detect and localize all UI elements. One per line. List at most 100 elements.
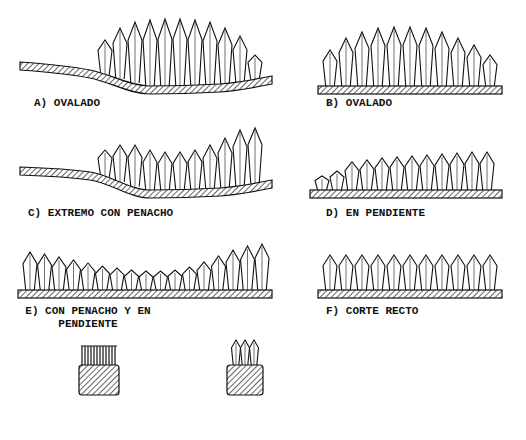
bristle-line (180, 22, 181, 86)
bristle-tuft (241, 340, 250, 366)
bristle-line (135, 148, 136, 187)
brush-head-section (79, 365, 119, 395)
figure-label: C) EXTREMO CON PENACHO (28, 207, 173, 220)
bristle-line (218, 259, 219, 291)
bristle-tuft (403, 27, 417, 87)
bristle-line (99, 346, 100, 366)
bristle-tuft (323, 50, 337, 87)
bristle-tuft (339, 255, 353, 291)
bristle-line (397, 160, 398, 191)
figure-label: E) CON PENACHO Y EN PENDIENTE (18, 305, 158, 331)
bristle-line (102, 346, 103, 366)
bristle-line (117, 271, 118, 291)
bristle-line (442, 35, 443, 87)
bristle-line (175, 273, 176, 291)
bristle-line (120, 148, 121, 182)
bristle-tuft (233, 36, 247, 82)
bristle-line (330, 53, 331, 87)
figure-label: B) OVALADO (326, 97, 392, 110)
bristle-tuft (387, 27, 401, 87)
bristle-tuft (212, 256, 226, 291)
bristle-line (255, 58, 256, 80)
bristle-line (236, 343, 237, 366)
bristle-line (262, 247, 263, 291)
bristle-line (322, 179, 323, 191)
bristle-tuft (371, 28, 385, 87)
bristle-tuft (188, 150, 202, 190)
bristle-line (225, 31, 226, 84)
bristle-line (165, 155, 166, 191)
bristle-tuft (483, 255, 497, 291)
bristle-line (240, 133, 241, 186)
bristle-line (180, 155, 181, 190)
bristle-line (410, 30, 411, 87)
bristle-tuft (403, 255, 417, 291)
bristle-tuft (330, 171, 344, 191)
bristle-line (210, 25, 211, 85)
bristle-tuft (435, 255, 449, 291)
bristle-line (114, 346, 115, 366)
bristle-tuft (143, 150, 157, 191)
bristle-tuft (81, 263, 95, 291)
bristle-tuft (232, 340, 241, 366)
bristle-tuft (233, 130, 247, 186)
brush-head-section (227, 365, 263, 395)
bristle-tuft (23, 252, 37, 291)
bristle-line (240, 39, 241, 82)
bristle-line (442, 157, 443, 191)
bristle-line (146, 274, 147, 291)
bristle-line (81, 346, 82, 366)
brush-handle (20, 167, 272, 198)
bristle-tuft (467, 45, 481, 87)
bristle-tuft (355, 255, 369, 291)
bristle-tuft (188, 20, 202, 86)
bristle-tuft (345, 162, 359, 191)
bristle-tuft (168, 270, 182, 291)
bristle-line (337, 174, 338, 191)
bristle-line (73, 263, 74, 291)
bristle-tuft (67, 260, 81, 291)
bristle-tuft (387, 255, 401, 291)
bristle-tuft (203, 145, 217, 189)
pointed-bristle-section (227, 340, 263, 395)
bristle-line (102, 269, 103, 291)
bristle-line (442, 258, 443, 291)
bristle-tuft (435, 154, 449, 191)
brush-handle (318, 86, 502, 94)
bristle-line (254, 343, 255, 366)
bristle-line (490, 58, 491, 87)
bristle-line (44, 257, 45, 291)
bristle-line (410, 258, 411, 291)
bristle-tuft (218, 138, 232, 188)
bristle-tuft (183, 267, 197, 291)
bristle-line (394, 30, 395, 87)
bristle-line (150, 23, 151, 87)
bristle-line (426, 31, 427, 87)
bristle-tuft (98, 40, 112, 75)
figure-label: D) EN PENDIENTE (326, 207, 425, 220)
bristle-line (245, 343, 246, 366)
bristle-tuft (480, 152, 494, 191)
bristle-tuft (483, 55, 497, 87)
bristle-tuft (128, 22, 142, 83)
toothbrush (18, 244, 272, 298)
bristle-tuft (110, 268, 124, 291)
toothbrush (318, 27, 502, 94)
bristle-line (330, 258, 331, 291)
bristle-line (247, 249, 248, 291)
bristle-tuft (255, 244, 269, 291)
straight-bristle-section (79, 346, 119, 395)
bristle-tuft (339, 38, 353, 87)
toothbrush (318, 255, 502, 298)
bristle-tuft (419, 255, 433, 291)
bristle-line (255, 131, 256, 184)
brush-handle (318, 290, 502, 298)
bristle-tuft (355, 32, 369, 87)
toothbrush (20, 128, 272, 198)
bristle-line (362, 35, 363, 87)
bristle-tuft (203, 22, 217, 85)
bristle-line (84, 346, 85, 366)
bristle-tuft (405, 156, 419, 191)
bristle-line (59, 260, 60, 291)
